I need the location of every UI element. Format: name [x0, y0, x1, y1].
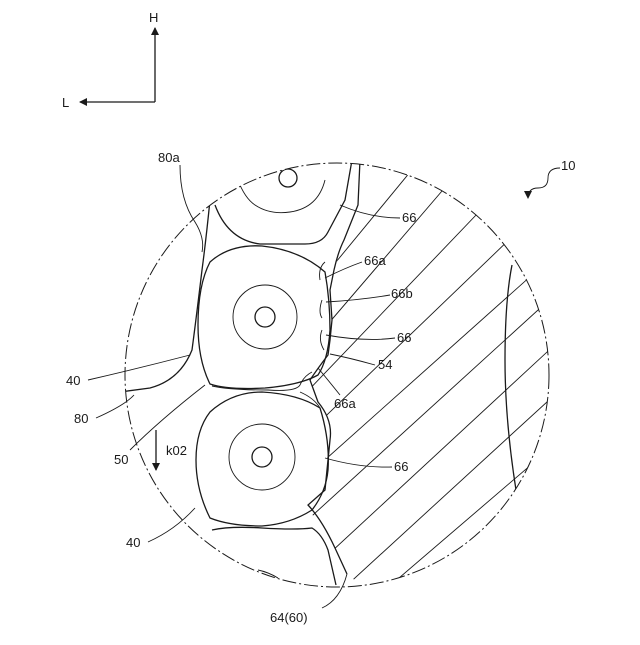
link-plate-80	[120, 200, 210, 392]
link-plate-80a-edge	[215, 160, 352, 244]
leader-66-top	[340, 205, 400, 218]
ref-label-54: 54	[378, 357, 392, 372]
leader-10	[528, 168, 560, 198]
leader-66a-bottom	[318, 368, 340, 395]
ref-label-64-60: 64(60)	[270, 610, 308, 625]
ref-label-66a-bottom: 66a	[334, 396, 356, 411]
ref-label-10: 10	[561, 158, 575, 173]
upper-roller-pin	[279, 169, 297, 187]
ref-label-66-mid: 66	[397, 330, 411, 345]
detail-circle	[125, 163, 549, 587]
leader-66a-top	[325, 262, 362, 278]
body-boundary-line	[505, 265, 516, 490]
ref-label-40-upper: 40	[66, 373, 80, 388]
ref-label-k02: k02	[166, 443, 187, 458]
tooth-contact-marks	[320, 262, 325, 350]
ref-label-50: 50	[114, 452, 128, 467]
ref-label-66-top: 66	[402, 210, 416, 225]
ref-label-66b: 66b	[391, 286, 413, 301]
upper-link-arc	[232, 160, 325, 213]
upper-roller-bush	[233, 285, 297, 349]
ref-label-80a: 80a	[158, 150, 180, 165]
ref-label-66a-top: 66a	[364, 253, 386, 268]
leader-80a	[180, 165, 203, 252]
leader-66-bottom	[325, 458, 392, 467]
leader-50	[130, 385, 205, 450]
leader-66b	[326, 295, 390, 302]
upper-roller-pin-hole	[255, 307, 275, 327]
upper-roller-40	[198, 246, 330, 389]
h-axis-label: H	[149, 10, 158, 25]
l-axis-label: L	[62, 95, 69, 110]
ref-label-66-bottom: 66	[394, 459, 408, 474]
lower-roller-bush	[229, 424, 295, 490]
leader-40-lower	[148, 508, 195, 542]
ref-label-80: 80	[74, 411, 88, 426]
sprocket-hatching	[280, 160, 560, 620]
direction-indicator: H L	[62, 10, 158, 110]
ref-label-40-lower: 40	[126, 535, 140, 550]
lower-roller-pin-hole	[252, 447, 272, 467]
leader-54	[330, 354, 375, 365]
bottom-link-plate	[212, 527, 336, 585]
leader-40-upper	[88, 355, 190, 380]
detail-contents	[120, 160, 560, 620]
